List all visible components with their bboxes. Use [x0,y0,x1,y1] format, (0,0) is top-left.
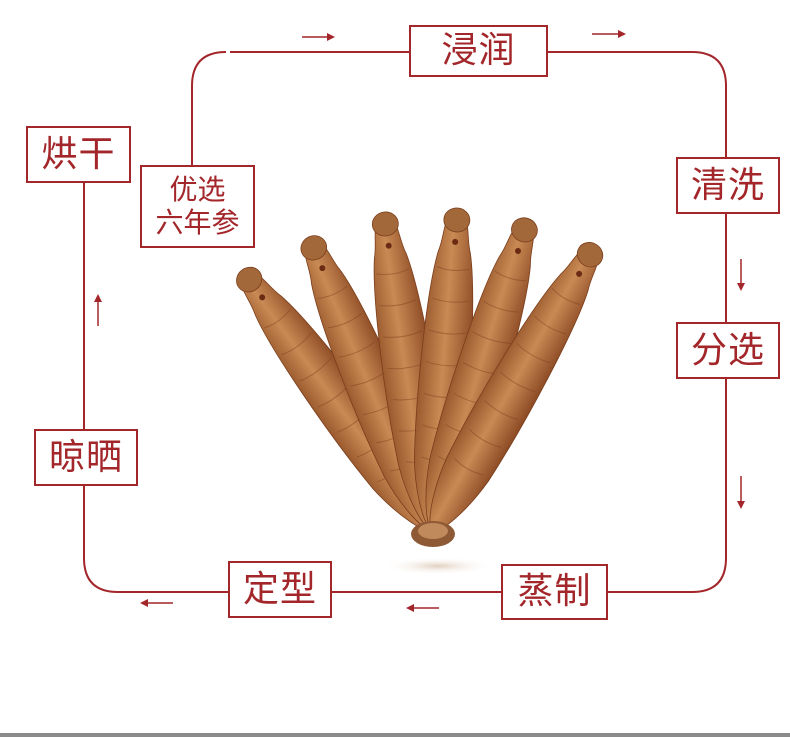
start-selected-six-year-ginseng: 优选 六年参 [140,165,255,248]
step-label: 分选 [690,329,765,371]
start-label-line1: 优选 [169,173,226,207]
step-steam: 蒸制 [501,564,608,620]
bottom-divider [0,733,790,737]
step-wash: 清洗 [676,157,780,214]
step-label: 晾晒 [48,436,123,478]
arrow-down-icon [737,259,745,291]
step-soak: 浸润 [409,25,548,77]
arrow-right-icon [302,33,335,41]
step-bake-dry: 烘干 [26,126,131,183]
start-label-line2: 六年参 [155,205,240,239]
arrow-left-icon [406,604,439,612]
step-sun-dry: 晾晒 [34,429,138,486]
arrow-left-icon [140,599,173,607]
step-label: 蒸制 [517,571,592,612]
step-shape: 定型 [228,561,332,618]
step-sort: 分选 [676,322,780,379]
step-label: 定型 [242,568,317,610]
flow-loop-outer [83,51,727,593]
arrow-right-icon [592,30,626,38]
step-label: 浸润 [441,30,516,71]
arrow-down-icon [737,476,745,509]
step-label: 烘干 [41,133,116,175]
ginseng-roots-illustration [236,207,604,575]
step-label: 清洗 [690,164,765,206]
arrow-up-icon [94,294,102,326]
flow-loop-start-link [191,51,227,168]
